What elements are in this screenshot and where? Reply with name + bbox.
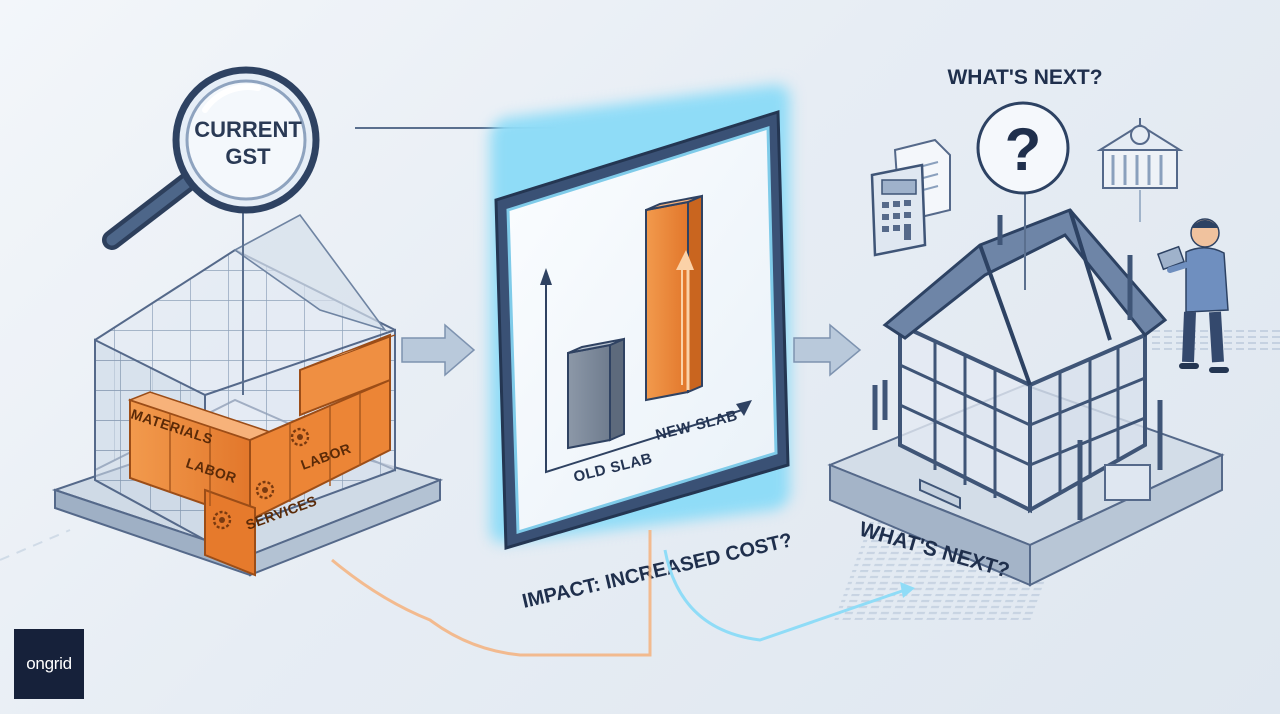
chart-bars [567,194,703,450]
magnifying-glass-icon: CURRENT GST [102,66,320,250]
up-arrow-icon [676,250,694,390]
old-slab-bar [567,343,611,450]
gear-icon [255,480,275,500]
calculator-icon [870,163,927,257]
orange-flow-line [331,530,652,657]
new-slab-bar-side [687,194,703,394]
new-slab-bar-top [645,195,703,211]
old-slab-bar-top [567,338,625,354]
question-mark-icon: ? [1005,116,1042,183]
impact-caption: IMPACT: INCREASED COST? [520,529,794,613]
glass-block-structure: MATERIALS LABOR LABOR SERVICES [51,213,444,577]
arrow-right-icon [793,323,862,377]
ongrid-logo: ongrid [14,629,84,699]
blue-flow-line [663,549,906,642]
monitor-panel: OLD SLAB NEW SLAB IMPACT: INCREASED COST… [490,84,794,613]
old-slab-bar-side [609,337,625,442]
whats-next-top: WHAT'S NEXT? [947,66,1102,89]
government-building-icon [1096,118,1184,222]
gear-icon [212,510,232,530]
question-bubble: ? [976,101,1070,290]
lens-line-2: GST [225,144,271,169]
arrow-right-icon [401,323,476,377]
house-frame [827,208,1225,587]
person-with-tablet [1156,218,1229,373]
lens-line-1: CURRENT [194,117,302,142]
gear-icon [290,427,310,447]
logo-text: ongrid [26,654,72,673]
